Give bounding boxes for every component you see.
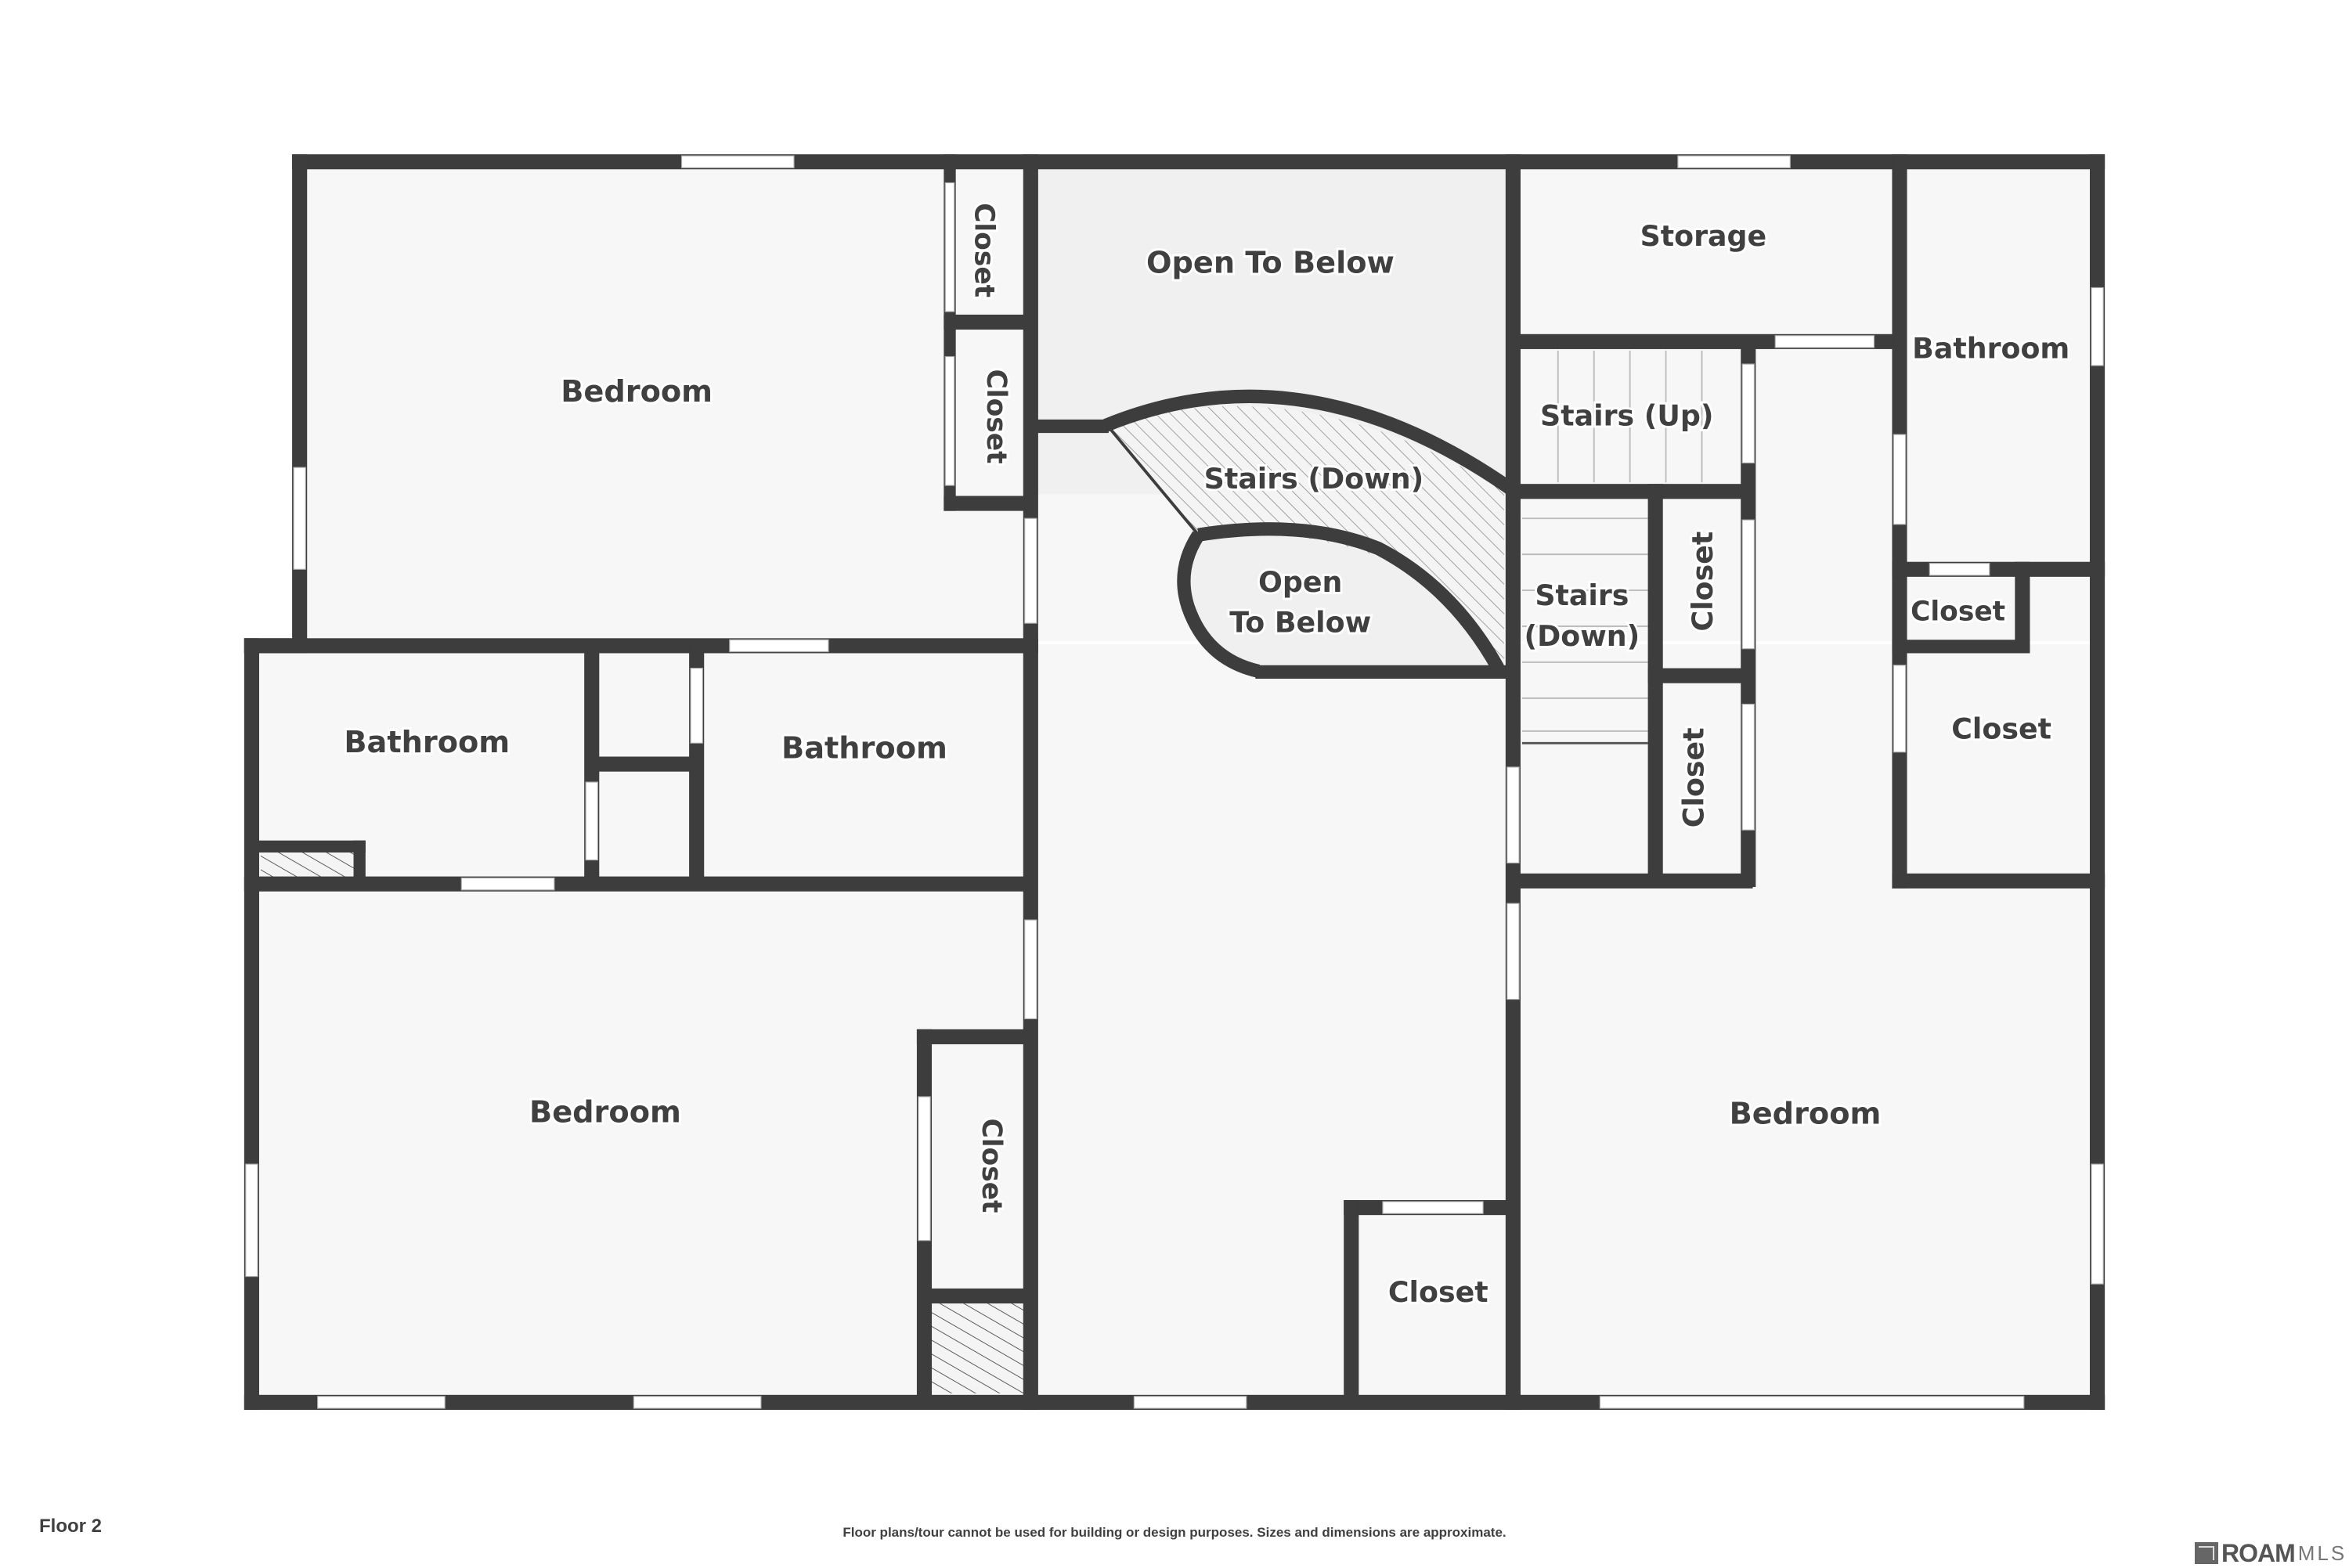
floor-fills [251, 161, 2098, 1401]
label-closet-ne-small: Closet [1911, 596, 2005, 627]
label-closet-hall: Closet [1388, 1275, 1488, 1309]
label-bedroom-sw: Bedroom [529, 1094, 681, 1130]
door [1024, 517, 1037, 624]
openings [245, 155, 2104, 1409]
door [1741, 703, 1755, 831]
door [1741, 363, 1755, 463]
label-bedroom-se: Bedroom [1730, 1096, 1882, 1131]
label-bathroom-ne: Bathroom [1912, 331, 2069, 365]
stairs-down-curved-area [1108, 406, 1504, 672]
label-open-to-below: Open To Below [1146, 245, 1395, 280]
door [918, 1096, 931, 1242]
window [245, 1163, 258, 1278]
door [1506, 766, 1520, 863]
label-storage: Storage [1640, 219, 1767, 253]
label-closet-sw: Closet [976, 1118, 1007, 1213]
brand-logo: ROAM MLS [2195, 1538, 2347, 1567]
label-closet-nw-bottom: Closet [980, 369, 1012, 464]
window [293, 467, 306, 570]
door [1024, 919, 1037, 1020]
label-stairs-down-right-1: Stairs [1535, 579, 1629, 612]
stair-treads [1521, 350, 1703, 744]
door [1929, 563, 1990, 576]
label-bathroom-mid: Bathroom [781, 730, 947, 766]
label-stairs-down-right-2: (Down) [1525, 619, 1640, 653]
open-to-below-small-area [1186, 533, 1499, 672]
label-bedroom-nw: Bedroom [561, 374, 713, 409]
door [1506, 903, 1520, 1000]
logo-suffix-text: MLS [2297, 1541, 2347, 1565]
door [1382, 1201, 1484, 1214]
room-labels: Bedroom Closet Closet Open To Below Stai… [342, 200, 2073, 1311]
label-closet-nw-top: Closet [969, 203, 1000, 297]
label-stairs-down-curved: Stairs (Down) [1204, 462, 1424, 496]
door [1774, 335, 1875, 348]
door [1893, 434, 1907, 525]
window [680, 155, 795, 168]
door [729, 639, 829, 653]
door [460, 877, 555, 891]
stairs-up-area [1521, 348, 1745, 486]
floorplan-logo-icon [2195, 1542, 2218, 1564]
label-stairs-up: Stairs (Up) [1540, 399, 1713, 433]
window [1599, 1396, 2025, 1409]
floor-label: Floor 2 [39, 1516, 103, 1537]
window [1677, 155, 1791, 168]
label-closet-mid-top: Closet [1686, 532, 1719, 632]
window [2091, 1163, 2104, 1285]
logo-main-text: ROAM [2221, 1538, 2296, 1567]
door [944, 355, 955, 486]
door [585, 781, 598, 861]
door [944, 182, 955, 312]
door [690, 668, 703, 744]
label-closet-mid-bottom: Closet [1676, 727, 1710, 827]
door [1133, 1396, 1247, 1409]
label-open-small-2: To Below [1229, 606, 1371, 640]
window [633, 1396, 762, 1409]
door [1741, 519, 1755, 650]
door [1893, 665, 1907, 753]
window [2091, 287, 2104, 366]
label-bathroom-w: Bathroom [344, 725, 510, 760]
label-open-small-1: Open [1258, 565, 1342, 599]
disclaimer-text: Floor plans/tour cannot be used for buil… [843, 1525, 1506, 1540]
window [317, 1396, 446, 1409]
label-closet-ne-large: Closet [1951, 712, 2051, 746]
